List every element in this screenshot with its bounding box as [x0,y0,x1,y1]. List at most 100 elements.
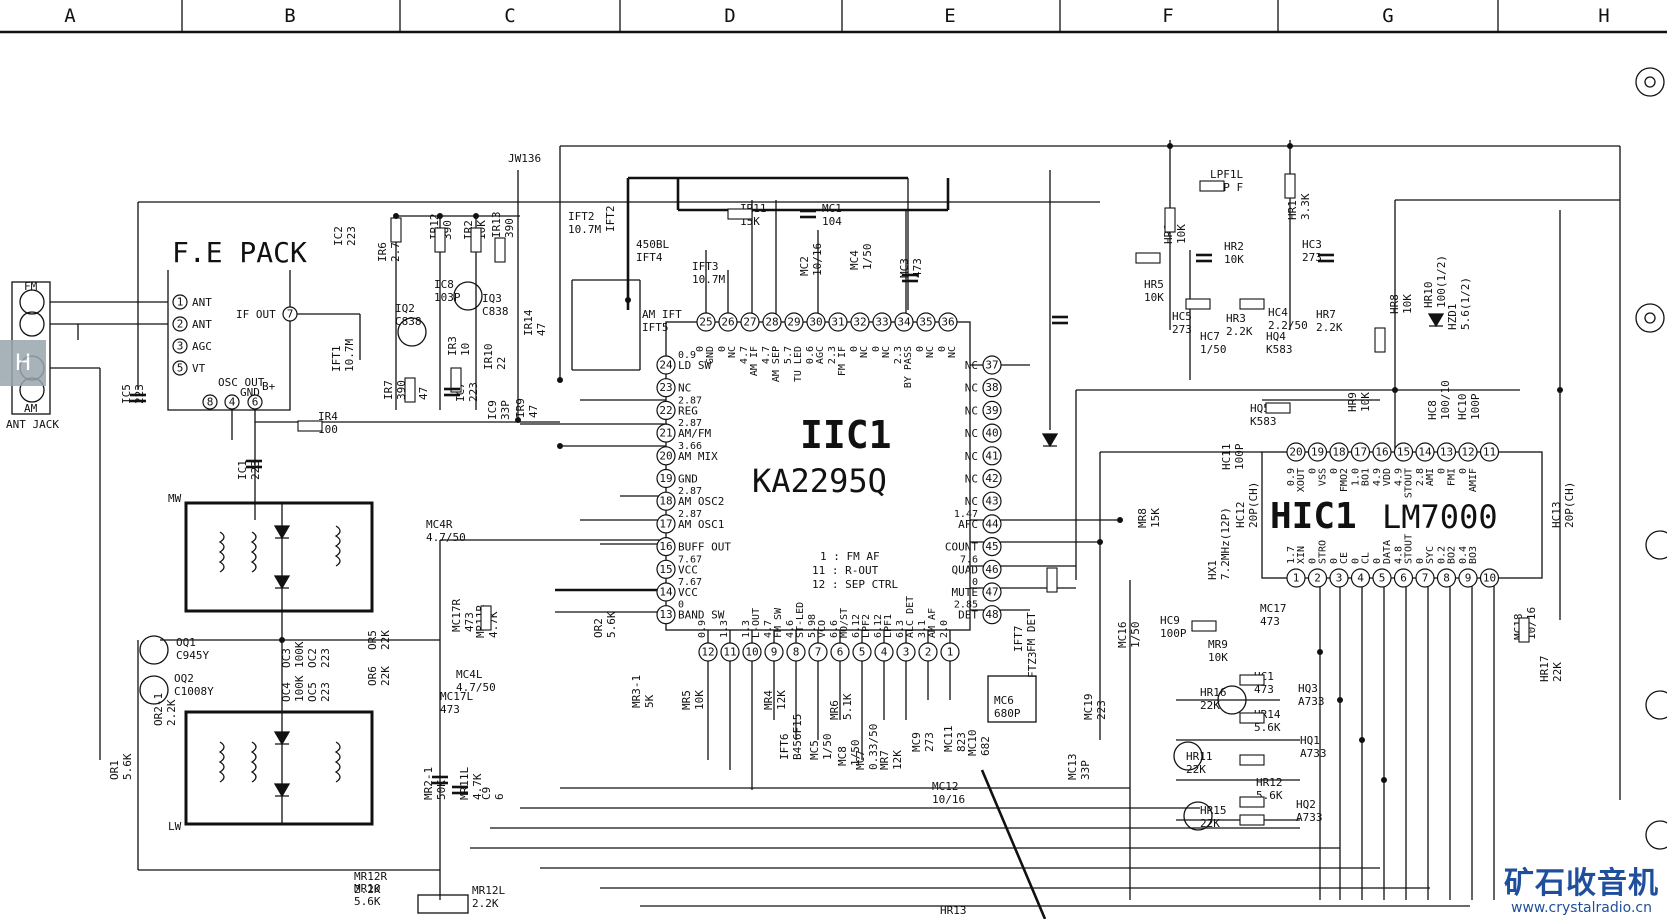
iic1-pin: 20 [656,446,676,466]
iic1-pin-label: AM OSC1 [678,518,724,531]
iic1-pin-label: NC [678,382,691,395]
iic1-pin: 45 [982,536,1002,557]
component-value: 22 [495,357,508,370]
iic1-pin: 13 [656,605,676,625]
coil-symbol [218,531,225,573]
svg-text:16: 16 [659,540,672,553]
side-tab[interactable]: H [0,340,46,386]
resistor-symbol [1239,712,1265,724]
component-value: 473 [440,703,460,716]
iic1-pin-label: DET [958,609,978,622]
hic1-pin-label: XOUT [1296,468,1307,492]
iic1-pin-label: AFC [958,518,978,531]
transistor-symbol [1183,801,1213,831]
iic1-pin-volt: 7.67 [678,554,702,565]
iic1-pin: 32 [850,312,870,332]
iic1-pin-label: NC [965,495,978,508]
component-value: 47 [417,387,430,400]
component-value: 47 [535,323,548,336]
component-value: 2.2/50 [1268,319,1308,332]
iic1-pin-label: AM IF [749,346,760,376]
resistor-symbol [1239,796,1265,808]
hic1-pin-label: STRO [1318,540,1329,564]
iic1-pin-label: NC [859,346,870,358]
component-value: C1008Y [174,685,214,698]
fe-pin-label: ANT [192,318,212,331]
component-value: 2.2K [1316,321,1343,334]
hic1-pin-volt: 0 [1351,558,1362,564]
component-value: 12K [891,750,904,770]
hic1-pin-volt: 0 [1329,558,1340,564]
component-ref: C9 [480,787,493,800]
component-value: 680P [994,707,1021,720]
ftz3-block [987,675,1037,723]
fe-pin-label: OSC OUT [218,376,265,389]
svg-text:45: 45 [985,540,998,553]
iic1-pin: 48 [982,605,1002,625]
resistor-symbol [480,605,492,631]
svg-text:43: 43 [985,495,998,508]
component-ref: MC4R [426,518,453,531]
component-value: 20P(CH) [1247,482,1260,528]
component-value: 273 [1172,323,1192,336]
iic1-pin-label: NC [965,359,978,372]
svg-text:44: 44 [985,517,999,530]
component-ref: IFT3 [692,260,719,273]
iic1-pin-volt: 0.9 [697,620,708,638]
component-ref: OR5 [366,630,379,650]
svg-text:6: 6 [1400,572,1407,585]
iic1-pin: 9 [764,642,784,662]
hic1-pin: 3 [1329,568,1349,588]
component-value: 10K [693,690,706,710]
iic1-pin-label: BAND SW [678,609,725,622]
component-value: 223 [345,226,358,246]
component-ref: OQ2 [174,672,194,685]
component-value: 4.7/50 [426,531,466,544]
component: JW136 [508,152,541,165]
svg-text:1: 1 [947,646,954,659]
hic1-pin: 17 [1350,442,1371,462]
transistor-symbol [1217,685,1247,715]
iic1-pin: 2 [918,642,938,662]
iic1-pin-label: BUFF OUT [678,541,731,554]
iic1-pin-volt: 0.6 [805,346,816,364]
component-ref: HX1 [1206,560,1219,580]
component-ref: MC7 [854,750,867,770]
iic1-pin: 41 [982,446,1002,466]
component-ref: MC8 [836,746,849,766]
component-value: A733 [1300,747,1327,760]
component-value: C945Y [176,649,209,662]
grid-col-b: B [284,5,295,27]
component-ref: MR5 [680,690,693,710]
svg-text:7: 7 [1422,572,1429,585]
svg-text:29: 29 [787,316,800,329]
hic1-pin-volt: 0 [1415,558,1426,564]
component-ref: MR12L [472,884,505,897]
iic1-pin: 27 [740,312,760,332]
junction-dot [515,417,521,423]
svg-text:31: 31 [831,316,844,329]
svg-text:27: 27 [743,316,756,329]
hic1-pin-volt: 1.0 [1351,468,1362,486]
iic1-pin-label: FM IF [837,346,848,376]
svg-text:36: 36 [941,316,954,329]
iic1-pin-volt: 7.67 [678,577,702,588]
component-ref: MC6 [994,694,1014,707]
resistor-symbol [1185,298,1211,310]
